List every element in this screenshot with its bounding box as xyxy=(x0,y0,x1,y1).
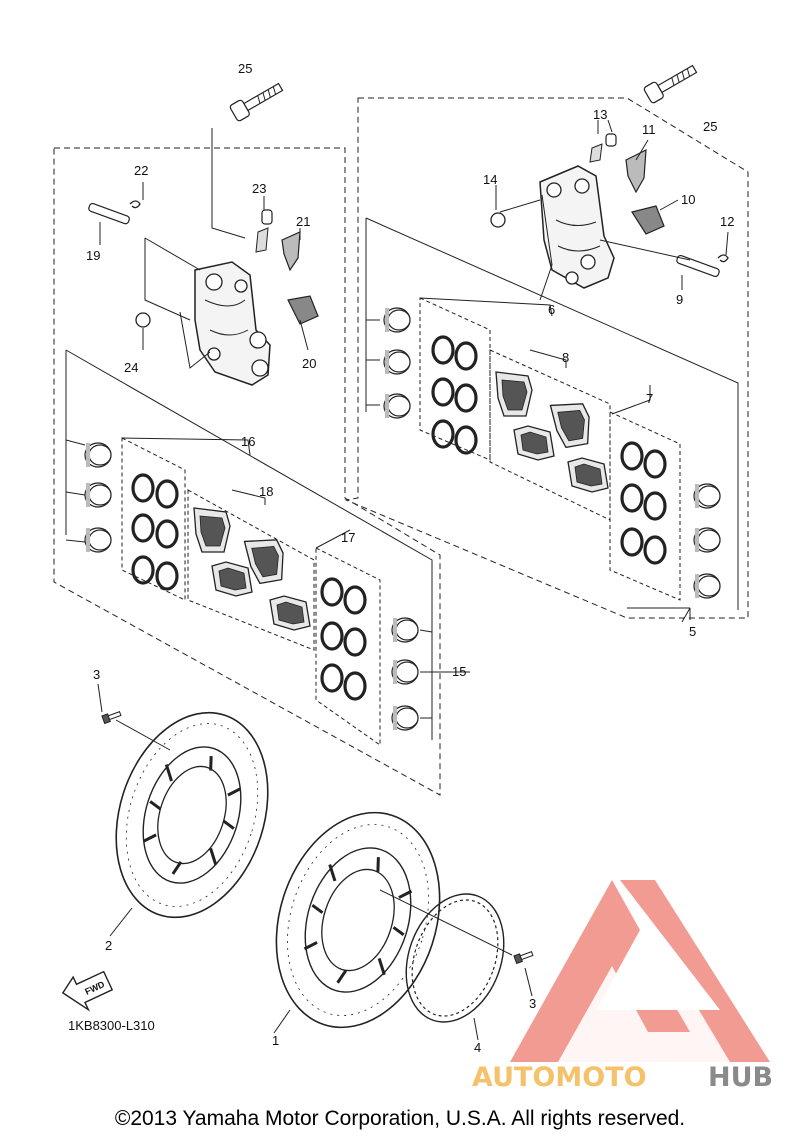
right-seal-set-7 xyxy=(620,441,667,565)
callout-22: 22 xyxy=(134,163,148,178)
clip-22 xyxy=(129,200,141,209)
callout-8: 8 xyxy=(562,350,569,365)
left-caliper-body xyxy=(194,261,271,386)
left-caliper-leaders xyxy=(99,182,309,369)
copyright-notice: ©2013 Yamaha Motor Corporation, U.S.A. A… xyxy=(114,1107,686,1130)
plug-14 xyxy=(490,212,506,228)
callout-12: 12 xyxy=(720,214,734,229)
callout-4: 4 xyxy=(474,1040,481,1055)
right-caliper-leaders xyxy=(495,119,729,301)
callout-2: 2 xyxy=(105,938,112,953)
watermark-logo: AUTOMOTO HUB xyxy=(472,880,773,1093)
disc-leaders xyxy=(97,607,691,1041)
callout-11: 11 xyxy=(642,122,656,137)
callout-25-left: 25 xyxy=(238,61,252,76)
callout-20: 20 xyxy=(302,356,316,371)
callout-18: 18 xyxy=(259,484,273,499)
watermark-text-part1: AUTOMOTO xyxy=(472,1062,647,1093)
left-piston-ties xyxy=(419,629,450,719)
brake-disc-1 xyxy=(275,811,441,1029)
left-kit-16-outline xyxy=(121,437,381,746)
bleed-screw-23 xyxy=(255,209,273,253)
plug-24 xyxy=(135,312,151,328)
right-pads-8 xyxy=(495,371,609,493)
right-piston-column-1 xyxy=(383,307,411,419)
right-kit-5-outline xyxy=(365,217,739,620)
right-kit-6-outline xyxy=(419,297,681,601)
pad-support-10 xyxy=(631,205,665,235)
right-caliper-outline xyxy=(344,97,749,619)
disc-screw-3-left xyxy=(101,711,122,725)
clip-12 xyxy=(717,254,729,263)
mounting-bolt-right xyxy=(642,60,700,105)
callout-3-left: 3 xyxy=(93,667,100,682)
callout-25-right: 25 xyxy=(703,119,717,134)
pad-spring-11 xyxy=(625,148,647,194)
left-seal-set-16 xyxy=(131,473,179,591)
right-kit-leaders xyxy=(419,297,651,415)
right-seal-set-6 xyxy=(431,335,478,455)
left-seal-set-17 xyxy=(320,577,367,701)
callout-7: 7 xyxy=(646,391,653,406)
callout-13: 13 xyxy=(593,107,607,122)
left-kit-15-outline xyxy=(65,349,433,740)
callout-9: 9 xyxy=(676,292,683,307)
pad-pin-19 xyxy=(88,202,130,225)
callout-5: 5 xyxy=(689,624,696,639)
pad-pin-9 xyxy=(676,254,720,278)
callout-16: 16 xyxy=(241,434,255,449)
right-piston-column-2 xyxy=(693,483,721,599)
pad-support-20 xyxy=(287,295,319,325)
leader-bolt-left xyxy=(211,128,246,239)
callout-23: 23 xyxy=(252,181,266,196)
drawing-code: 1KB8300-L310 xyxy=(68,1018,155,1033)
disc-screw-3-right xyxy=(513,951,534,965)
left-pads-18 xyxy=(193,507,311,631)
callout-17: 17 xyxy=(341,530,355,545)
callout-15: 15 xyxy=(452,664,466,679)
left-piston-column-2 xyxy=(391,617,419,731)
watermark-text-part2: HUB xyxy=(708,1062,773,1093)
mounting-bolt-left xyxy=(228,78,286,123)
callout-3-right: 3 xyxy=(529,996,536,1011)
callout-21: 21 xyxy=(296,214,310,229)
callout-19: 19 xyxy=(86,248,100,263)
right-caliper-body xyxy=(539,165,615,289)
callout-6: 6 xyxy=(548,302,555,317)
left-kit-leaders xyxy=(121,437,351,549)
brake-parts-diagram: FWD 1 2 3 3 4 5 6 7 8 9 10 11 12 13 14 1… xyxy=(53,60,773,1093)
brake-disc-2 xyxy=(115,711,269,919)
left-piston-column-1 xyxy=(84,442,112,553)
callout-10: 10 xyxy=(681,192,695,207)
callout-24: 24 xyxy=(124,360,138,375)
callout-14: 14 xyxy=(483,172,497,187)
pad-spring-21 xyxy=(281,231,301,272)
left-caliper-outline xyxy=(53,147,441,796)
bleed-screw-13 xyxy=(589,133,617,163)
callout-1: 1 xyxy=(272,1033,279,1048)
fwd-arrow-icon: FWD xyxy=(61,970,114,1012)
